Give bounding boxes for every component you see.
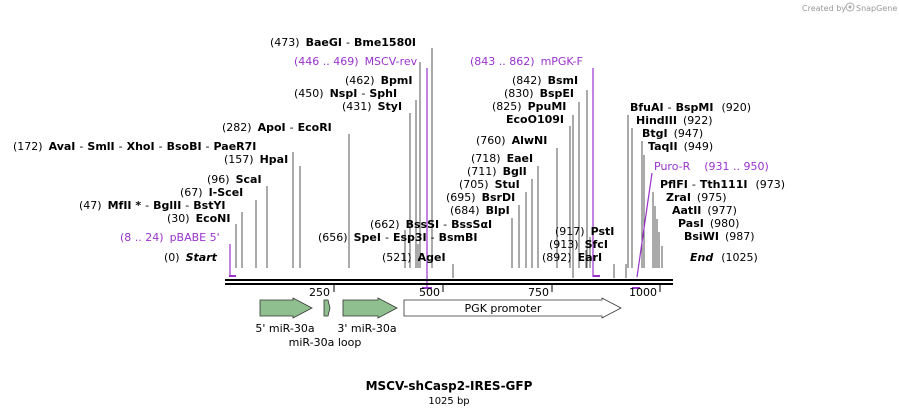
site-label[interactable]: (656)SpeI-Esp3I-BsmBI xyxy=(318,231,477,244)
site-label[interactable]: (711)BglI xyxy=(467,165,527,178)
start-label: (0)Start xyxy=(164,251,218,264)
tick-label: 1000 xyxy=(629,286,657,299)
tick-label: 500 xyxy=(419,286,440,299)
site-label[interactable]: HindIII(922) xyxy=(636,114,713,127)
site-label[interactable]: PflFI-Tth111I(973) xyxy=(660,178,785,191)
tick-label: 750 xyxy=(528,286,549,299)
map-length: 1025 bp xyxy=(428,396,469,407)
feature-pgk-promoter-arrow[interactable] xyxy=(403,297,622,319)
end-label: End(1025) xyxy=(690,251,758,264)
map-title: MSCV-shCasp2-IRES-GFP xyxy=(366,379,533,393)
site-label[interactable]: (695)BsrDI xyxy=(446,191,515,204)
primer-label[interactable]: (8 .. 24)pBABE 5' xyxy=(120,231,220,244)
site-label[interactable]: AatII(977) xyxy=(672,204,737,217)
site-label[interactable]: (662)BssSI-BssSαI xyxy=(370,218,492,231)
site-label[interactable]: (684)BlpI xyxy=(450,204,510,217)
site-label[interactable]: BtgI(947) xyxy=(642,127,703,140)
site-label[interactable]: (825)PpuMI xyxy=(492,100,566,113)
site-label[interactable]: (282)ApoI-EcoRI xyxy=(222,121,332,134)
dna-backbone xyxy=(225,279,673,285)
site-label[interactable]: (172)AvaI-SmlI-XhoI-BsoBI-PaeR7I xyxy=(13,140,256,153)
mid-site-labels: (842)BsmI (830)BspEI (825)PpuMI EcoO109I… xyxy=(446,74,614,264)
feature-label: PGK promoter xyxy=(465,302,542,315)
tick-label: 250 xyxy=(309,286,330,299)
site-label[interactable]: (760)AlwNI xyxy=(476,134,547,147)
site-label[interactable]: ZraI(975) xyxy=(666,191,727,204)
site-label[interactable]: (450)NspI-SphI xyxy=(294,87,397,100)
site-label[interactable]: (30)EcoNI xyxy=(167,212,230,225)
primer-labels: (446 .. 469)MSCV-rev (843 .. 862)mPGK-F … xyxy=(120,55,769,244)
site-label[interactable]: (96)ScaI xyxy=(207,173,262,186)
feature-label: 5' miR-30a xyxy=(255,322,314,335)
credit-brand: SnapGene xyxy=(856,4,897,13)
site-label[interactable]: TaqII(949) xyxy=(648,140,713,153)
site-label[interactable]: (830)BspEI xyxy=(504,87,574,100)
site-label[interactable]: (521)AgeI xyxy=(382,251,446,264)
scale-ticks xyxy=(333,285,661,292)
site-label[interactable]: (67)I-SceI xyxy=(180,186,243,199)
primer-label[interactable]: Puro-R(931 .. 950) xyxy=(654,160,769,173)
primer-label[interactable]: (446 .. 469)MSCV-rev xyxy=(294,55,418,68)
site-label[interactable]: (917)PstI xyxy=(555,225,614,238)
site-label[interactable]: (47)MfII *-BglII-BstYI xyxy=(79,199,226,212)
site-label[interactable]: BsiWI(987) xyxy=(684,230,755,243)
site-leader-lines xyxy=(235,48,663,278)
site-label[interactable]: (718)EaeI xyxy=(471,152,533,165)
site-label[interactable]: BfuAI-BspMI(920) xyxy=(630,101,751,114)
feature-label: 3' miR-30a xyxy=(337,322,396,335)
left-site-labels: (473)BaeGI-Bme1580I (462)BpmI (450)NspI-… xyxy=(13,36,492,264)
right-site-labels: BfuAI-BspMI(920) HindIII(922) BtgI(947) … xyxy=(630,101,785,264)
feature-3-mir30a-arrow[interactable] xyxy=(342,297,398,319)
site-label[interactable]: EcoO109I xyxy=(506,113,564,126)
site-label[interactable]: (705)StuI xyxy=(459,178,520,191)
site-label[interactable]: (462)BpmI xyxy=(345,74,412,87)
primer-lines xyxy=(229,68,653,287)
site-label[interactable]: (157)HpaI xyxy=(224,153,288,166)
site-label[interactable]: PasI(980) xyxy=(678,217,739,230)
primer-label[interactable]: (843 .. 862)mPGK-F xyxy=(470,55,583,68)
site-label[interactable]: (473)BaeGI-Bme1580I xyxy=(270,36,416,49)
site-label[interactable]: (842)BsmI xyxy=(512,74,578,87)
feature-label: miR-30a loop xyxy=(289,336,362,349)
feature-mir30a-loop-arrow[interactable] xyxy=(323,299,331,317)
feature-5-mir30a-arrow[interactable] xyxy=(259,297,313,319)
snapgene-logo-icon xyxy=(845,2,855,12)
primer-arrows xyxy=(229,275,640,289)
credit-prefix: Created by xyxy=(802,4,846,13)
site-label[interactable]: (892)EarI xyxy=(542,251,602,264)
site-label[interactable]: (431)StyI xyxy=(342,100,402,113)
site-label[interactable]: (913)SfcI xyxy=(549,238,608,251)
